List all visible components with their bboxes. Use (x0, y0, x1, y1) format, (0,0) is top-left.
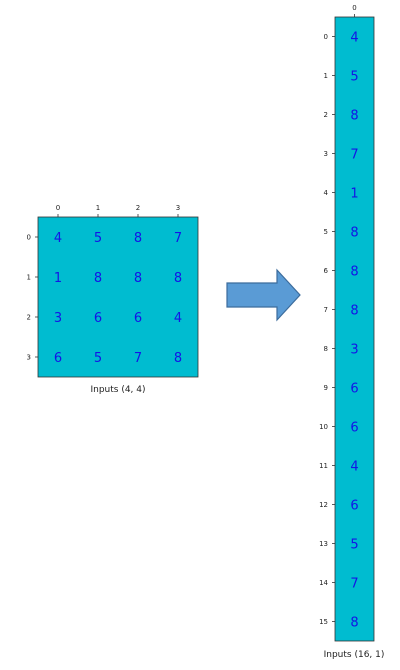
right-row-tick-label: 5 (324, 228, 328, 236)
left-row-tick-label: 2 (27, 314, 31, 322)
left-cell-value: 8 (174, 351, 182, 366)
right-cell-value: 1 (350, 187, 358, 202)
left-row-tick-label: 0 (27, 234, 31, 242)
right-row-tick-label: 4 (324, 189, 329, 197)
right-cell-value: 8 (350, 616, 358, 631)
left-cell-value: 6 (134, 311, 142, 326)
right-row-tick-label: 10 (319, 423, 328, 431)
right-cell-value: 3 (350, 343, 358, 358)
right-cell-value: 6 (350, 421, 358, 436)
left-cell-value: 8 (134, 271, 142, 286)
right-cell-value: 6 (350, 382, 358, 397)
left-caption: Inputs (4, 4) (90, 385, 145, 395)
right-column-background (334, 16, 375, 642)
right-row-tick-label: 6 (324, 267, 329, 275)
left-col-tick-label: 2 (136, 204, 140, 212)
left-cell-value: 3 (54, 311, 62, 326)
right-cell-value: 8 (350, 226, 358, 241)
left-matrix: 0 1 2 3 0 1 2 3 4 5 8 7 1 8 8 8 3 6 6 4 6 5 7 8 Inputs (4, 4) (27, 204, 199, 395)
right-row-tick-label: 12 (319, 501, 328, 509)
left-cell-value: 7 (134, 351, 142, 366)
left-cell-value: 4 (54, 231, 62, 246)
right-cell-value: 8 (350, 304, 358, 319)
left-cell-value: 5 (94, 351, 102, 366)
left-cell-value: 8 (134, 231, 142, 246)
right-cell-value: 4 (350, 460, 358, 475)
right-arrow-icon (226, 268, 301, 322)
right-cell-value: 5 (350, 538, 358, 553)
right-row-tick-label: 14 (319, 579, 328, 587)
right-row-tick-label: 13 (319, 540, 328, 548)
right-cell-value: 7 (350, 148, 358, 163)
right-cell-value: 8 (350, 265, 358, 280)
left-col-tick-label: 0 (56, 204, 60, 212)
right-row-tick-label: 1 (324, 72, 328, 80)
right-cell-value: 7 (350, 577, 358, 592)
left-col-tick-label: 1 (96, 204, 100, 212)
right-caption: Inputs (16, 1) (324, 650, 385, 660)
right-col-tick-label: 0 (352, 4, 356, 12)
left-col-tick-label: 3 (176, 204, 180, 212)
left-cell-value: 4 (174, 311, 182, 326)
left-cell-value: 7 (174, 231, 182, 246)
right-row-tick-label: 0 (324, 33, 328, 41)
right-row-tick-label: 8 (324, 345, 328, 353)
right-row-tick-label: 7 (324, 306, 328, 314)
left-cell-value: 8 (174, 271, 182, 286)
right-cell-value: 4 (350, 31, 358, 46)
right-row-tick-label: 3 (324, 150, 328, 158)
left-cell-value: 5 (94, 231, 102, 246)
left-cell-value: 8 (94, 271, 102, 286)
right-row-tick-label: 2 (324, 111, 328, 119)
right-row-tick-label: 9 (324, 384, 328, 392)
left-cell-value: 1 (54, 271, 62, 286)
left-cell-value: 6 (94, 311, 102, 326)
right-row-tick-label: 11 (319, 462, 328, 470)
left-row-tick-label: 1 (27, 274, 31, 282)
right-row-tick-label: 15 (319, 618, 328, 626)
left-cell-value: 6 (54, 351, 62, 366)
right-cell-value: 5 (350, 70, 358, 85)
left-matrix-background (37, 216, 199, 378)
left-row-tick-label: 3 (27, 354, 31, 362)
right-cell-value: 8 (350, 109, 358, 124)
right-cell-value: 6 (350, 499, 358, 514)
